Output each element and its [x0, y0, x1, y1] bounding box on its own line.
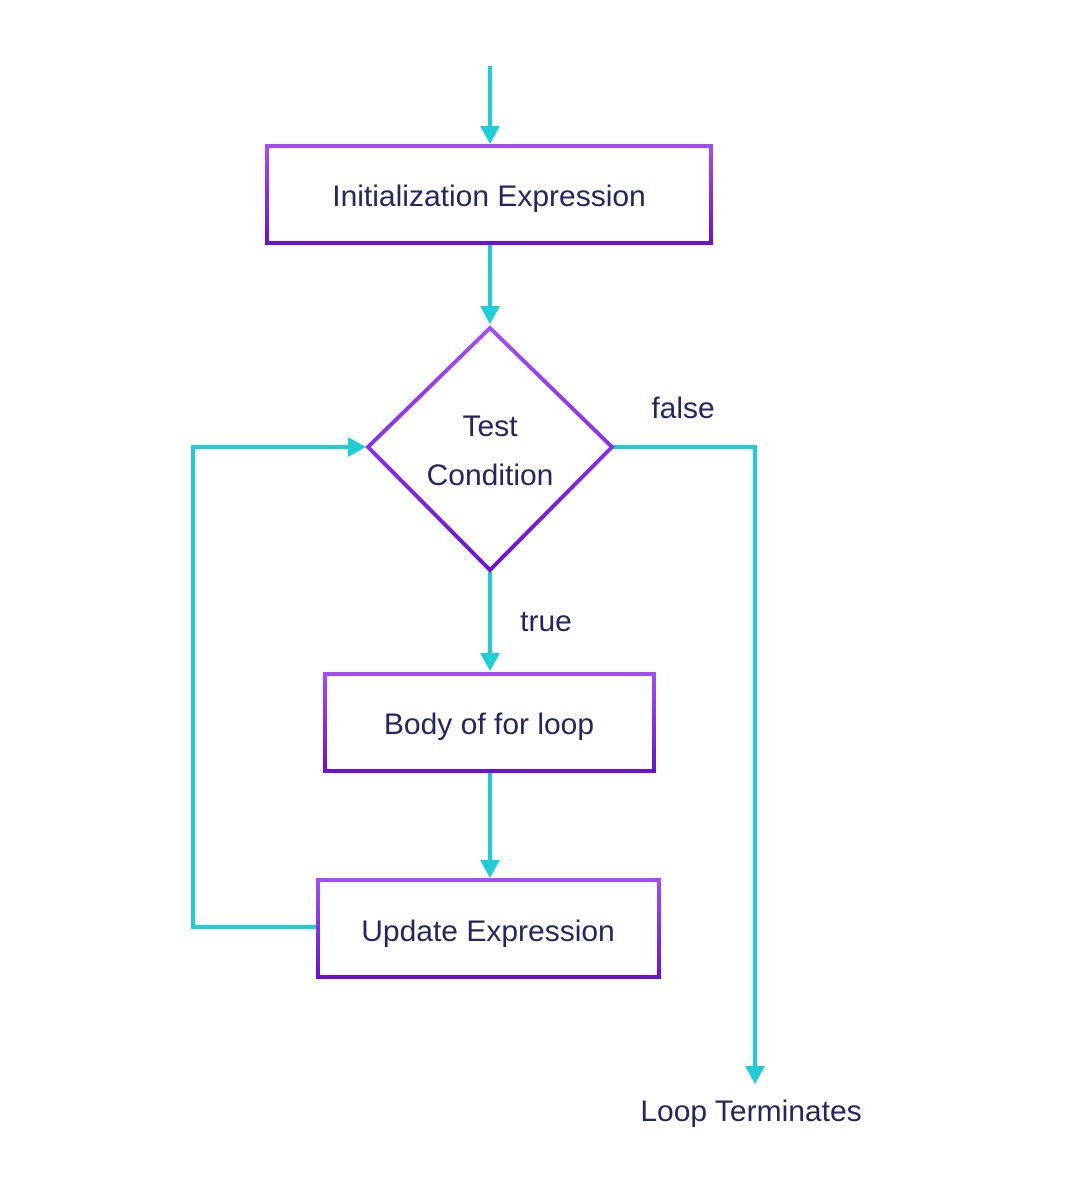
- terminate-label: Loop Terminates: [640, 1095, 861, 1128]
- body-to-update-arrowhead: [480, 860, 500, 878]
- false-connector: [612, 445, 757, 1070]
- false-label: false: [651, 392, 714, 425]
- update-label: Update Expression: [361, 915, 614, 948]
- test-diamond: [365, 325, 615, 573]
- arrowheads: [348, 126, 765, 1084]
- connectors: [191, 66, 757, 1070]
- update-box: [316, 878, 661, 979]
- test-label-line1: Test: [462, 410, 518, 443]
- true-arrowhead: [480, 653, 500, 671]
- true-label: true: [520, 605, 572, 638]
- update-node: Update Expression: [316, 878, 661, 979]
- init-box: [265, 144, 713, 245]
- init-node: Initialization Expression: [265, 144, 713, 245]
- test-node: Test Condition: [365, 325, 615, 573]
- false-arrowhead: [745, 1066, 765, 1084]
- loop-back-arrowhead: [348, 437, 366, 457]
- init-label: Initialization Expression: [332, 180, 646, 213]
- body-label: Body of for loop: [384, 708, 594, 741]
- entry-arrowhead: [480, 126, 500, 144]
- body-node: Body of for loop: [323, 672, 656, 773]
- body-box: [323, 672, 656, 773]
- loop-back-connector: [191, 445, 352, 929]
- init-to-test-arrowhead: [480, 306, 500, 324]
- test-label-line2: Condition: [427, 459, 554, 492]
